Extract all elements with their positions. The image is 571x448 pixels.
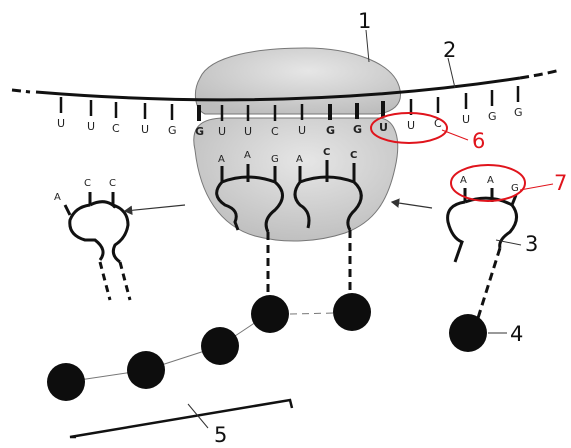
mrna-base: C (434, 117, 442, 130)
ribosome-large-subunit (194, 47, 401, 115)
label-ribosome: 1 (358, 9, 371, 33)
mrna-base: G (488, 110, 497, 123)
anticodon-base: C (84, 178, 91, 189)
anticodon-base: G (271, 154, 279, 165)
mrna-base: G (514, 106, 523, 119)
mrna-base: U (57, 117, 65, 130)
trna-released: A C C (54, 178, 132, 301)
mrna-bases: U U C U G G U U C U G G U U C U G G (57, 106, 523, 138)
amino-acid-bead (333, 293, 371, 331)
leader-lines (365, 29, 554, 334)
codon-highlight-oval (370, 112, 448, 144)
anticodon-highlight-oval (450, 164, 526, 202)
anticodon-base: C (109, 178, 116, 189)
label-polypeptide: 5 (214, 423, 227, 447)
mrna-base: G (168, 124, 177, 137)
anticodon-base: C (323, 147, 330, 158)
mrna-base: U (244, 125, 252, 138)
mrna-base: C (271, 125, 279, 138)
label-amino-acid: 4 (510, 322, 523, 346)
anticodon-base: A (54, 192, 61, 203)
amino-acid-bead (201, 327, 239, 365)
anticodon-base: A (244, 150, 251, 161)
trna-a-site: A C C (293, 147, 363, 290)
entry-arrow (390, 198, 433, 209)
mrna-base: U (87, 120, 95, 133)
label-anticodon: 7 (554, 171, 567, 195)
polypeptide-bracket (69, 398, 294, 439)
mrna-base: U (379, 121, 388, 134)
anticodon-base: A (487, 175, 494, 186)
anticodon-base: A (460, 175, 467, 186)
amino-acid-free (449, 314, 487, 352)
label-mrna: 2 (443, 38, 456, 62)
mrna-base: C (112, 122, 120, 135)
label-trna: 3 (525, 232, 538, 256)
anticodon-base: C (350, 150, 357, 161)
mrna-base: U (141, 123, 149, 136)
ribosome (193, 47, 401, 242)
mrna-base: U (462, 113, 470, 126)
exit-arrow (123, 204, 186, 216)
amino-acid-bead (251, 295, 289, 333)
polypeptide-chain (47, 293, 371, 401)
mrna-base: G (353, 123, 362, 136)
mrna-base: U (407, 119, 415, 132)
amino-acid-bead (47, 363, 85, 401)
trna-incoming: A A G (446, 175, 519, 319)
anticodon-base: G (511, 183, 519, 194)
label-codon: 6 (472, 129, 485, 153)
anticodon-base: A (296, 154, 303, 165)
mrna-strand (11, 68, 561, 121)
mrna-base: U (298, 124, 306, 137)
mrna-base: G (195, 125, 204, 138)
amino-acid-bead (127, 351, 165, 389)
mrna-base: U (218, 125, 226, 138)
anticodon-base: A (218, 154, 225, 165)
mrna-base: G (326, 124, 335, 137)
